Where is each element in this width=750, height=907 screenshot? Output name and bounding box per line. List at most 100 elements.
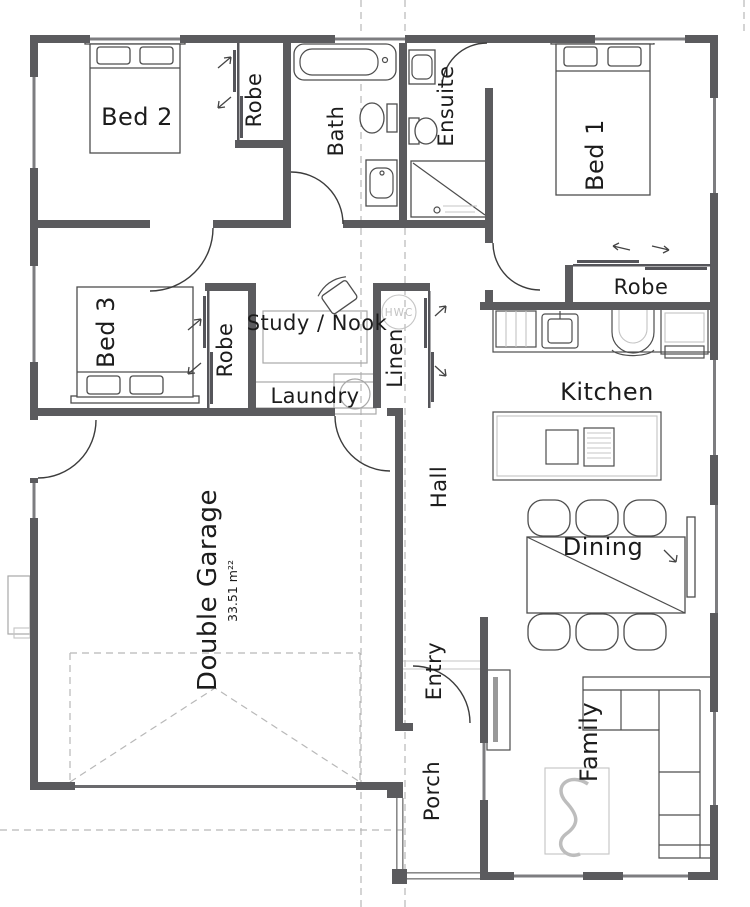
door-arc-entry <box>412 665 471 724</box>
bed-body <box>555 43 651 196</box>
robe1-slider-panel <box>645 267 707 270</box>
study-nook-furniture <box>262 276 368 364</box>
wall-linen-north <box>373 283 430 291</box>
robe2-slider-track <box>237 43 240 140</box>
rug-s-curve <box>558 777 589 858</box>
slider-cut <box>710 505 718 613</box>
porch-edge-line <box>402 798 404 869</box>
cooktop-front <box>611 349 655 357</box>
window-bath-top <box>335 37 405 41</box>
tv-unit <box>486 669 511 751</box>
wall-bed2-south <box>30 220 150 228</box>
sliding-door-track <box>715 505 718 613</box>
robe3-arrow <box>187 318 202 331</box>
garage-door-dashed-outline <box>69 652 361 783</box>
door-arc-garage-internal <box>334 415 391 472</box>
kitchen-fixtures <box>492 307 712 359</box>
label-robe-bed2: Robe <box>242 73 266 128</box>
wall-linen-west <box>373 285 381 408</box>
room-labels: Bed 2 Robe Bath Ensuite Bed 1 Robe Bed 3… <box>92 65 668 821</box>
wall-hall-east <box>485 290 493 310</box>
desk-chair <box>317 276 358 315</box>
robe1-slider-track <box>573 264 711 267</box>
hwc-label: HWC <box>385 307 414 319</box>
wall-entry-family <box>480 617 488 743</box>
wall-bath-west <box>283 43 291 228</box>
sofa-cushions <box>583 689 713 858</box>
bed-2-furniture <box>84 36 186 154</box>
label-dining: Dining <box>563 533 643 561</box>
label-linen: Linen <box>383 328 407 388</box>
window-family-bottom <box>514 874 583 878</box>
bathtub <box>293 43 397 81</box>
toilet-tank <box>386 103 398 133</box>
label-hall: Hall <box>427 466 451 508</box>
robe1-arrow <box>612 242 631 251</box>
dining-chair <box>527 613 571 651</box>
sliding-door-arrow <box>663 549 678 563</box>
label-family: Family <box>575 702 603 782</box>
porch-edge-line <box>396 798 398 869</box>
bathtub-inner <box>299 48 379 76</box>
meter-box-step <box>13 627 31 639</box>
robe2-slider-panel <box>233 50 236 92</box>
door-arc-bed3 <box>149 227 214 292</box>
cooktop <box>611 308 655 354</box>
windows <box>30 35 718 805</box>
label-bath: Bath <box>324 106 348 157</box>
robe3-slider-panel <box>210 352 213 404</box>
wall-hall-west <box>395 416 403 723</box>
wall-robe3-north <box>205 283 256 291</box>
entry-threshold <box>403 660 480 670</box>
door-arc-garage-side <box>37 419 97 479</box>
dishwasher <box>545 429 579 465</box>
wall-garage-north-stub <box>387 408 403 416</box>
wall-exterior-right <box>710 35 718 880</box>
dining-chair <box>623 613 667 651</box>
wall-garage-bottom-stub <box>356 782 403 790</box>
label-robe-bed1: Robe <box>614 275 669 299</box>
meter-box-body <box>7 575 31 635</box>
robe1-slider-panel <box>577 260 639 263</box>
vent-lines <box>587 432 611 459</box>
pillow <box>607 46 642 67</box>
wall-robe3-east <box>248 283 256 408</box>
pillow <box>129 375 164 395</box>
label-garage-area: 33.51 m²² <box>225 560 240 622</box>
linen-hwc: HWC <box>381 294 417 330</box>
porch-edge-line <box>407 878 480 880</box>
dish-rack-lines <box>505 311 527 347</box>
label-garage: Double Garage <box>193 489 223 691</box>
cooktop-inner <box>618 308 648 344</box>
sink-basin <box>547 318 573 344</box>
vanity <box>365 159 398 207</box>
bed-3-furniture <box>70 286 200 404</box>
label-study: Study / Nook <box>247 311 388 335</box>
porch-post <box>392 869 407 884</box>
vanity <box>408 49 436 85</box>
linen-slider-panel <box>431 352 434 402</box>
garage-door-line <box>75 785 356 788</box>
dining-chair <box>623 499 667 537</box>
wall-garage-north <box>30 408 335 416</box>
dining-chair <box>575 613 619 651</box>
ensuite-fixtures <box>408 49 488 218</box>
door-arc-bath <box>290 171 344 225</box>
robe2-arrow <box>217 96 232 109</box>
vanity-basin <box>411 54 433 80</box>
wall-living-north <box>480 302 718 310</box>
robe1-arrow <box>651 245 670 254</box>
chair-seat <box>321 280 358 315</box>
wall-garage-corner <box>387 782 403 798</box>
fridge <box>660 308 709 355</box>
robe-sliders <box>187 43 711 408</box>
window-family-bottom <box>623 874 688 878</box>
window-bed2-left <box>32 77 36 168</box>
pillow <box>96 46 131 65</box>
island-inner <box>496 415 658 477</box>
robe2-arrow <box>217 56 232 69</box>
door-arc-ensuite <box>441 42 488 89</box>
toilet-bowl <box>414 117 438 145</box>
